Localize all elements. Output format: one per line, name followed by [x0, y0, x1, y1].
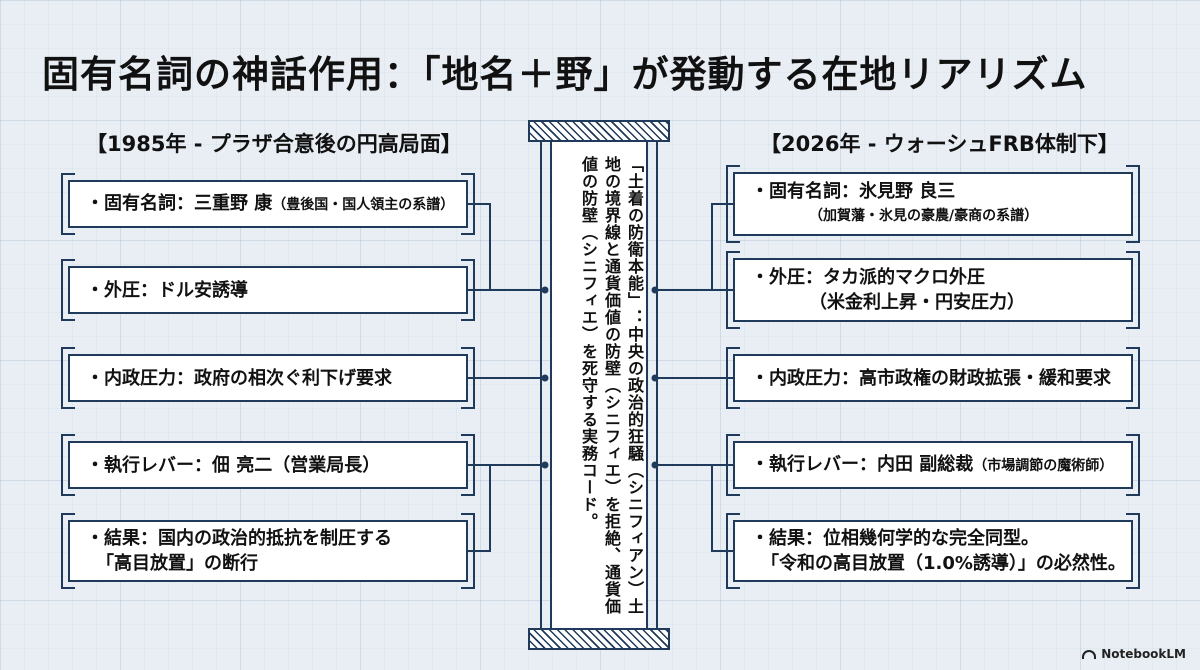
left-box-execution-lever: ・執行レバー：佃 亮二（営業局長）	[61, 434, 475, 496]
brand-label: NotebookLM	[1101, 647, 1186, 661]
pillar-shaft-outer	[540, 142, 658, 628]
right-box-execution-lever: ・執行レバー：内田 副総裁（市場調節の魔術師）	[726, 434, 1140, 496]
right-box-proper-noun-line1: ・固有名詞：氷見野 良三	[751, 181, 956, 202]
central-pillar: 「土着の防衛本能」：中央の政治的狂騒（シニフィアン）土地の境界線と通貨価値の防壁…	[528, 120, 670, 650]
right-box-external-pressure-line1: ・外圧：タカ派的マクロ外圧	[751, 267, 985, 288]
pillar-shaft-inner	[550, 142, 648, 628]
connector-dot	[541, 286, 549, 294]
notebooklm-brand: NotebookLM	[1082, 647, 1186, 661]
left-box-proper-noun: ・固有名詞：三重野 康（豊後国・国人領主の系譜）	[61, 173, 475, 235]
right-box-result-line2: 「令和の高目放置（1.0%誘導）」の必然性。	[761, 553, 1126, 574]
left-box-external-pressure: ・外圧：ドル安誘導	[61, 259, 475, 321]
left-box-proper-noun-text: ・固有名詞：三重野 康	[86, 192, 273, 214]
right-box-proper-noun: ・固有名詞：氷見野 良三 （加賀藩・氷見の豪農/豪商の系譜）	[726, 165, 1140, 243]
notebooklm-icon	[1082, 649, 1097, 659]
left-box-domestic-pressure: ・内政圧力：政府の相次ぐ利下げ要求	[61, 347, 475, 409]
left-box-proper-noun-sub: （豊後国・国人領主の系譜）	[272, 196, 455, 213]
right-column-heading: 【2026年 - ウォーシュFRB体制下】	[760, 132, 1119, 156]
connector-dot	[541, 374, 549, 382]
connector-right-5	[655, 464, 733, 552]
right-box-external-pressure: ・外圧：タカ派的マクロ外圧 （米金利上昇・円安圧力）	[726, 251, 1140, 329]
right-box-execution-lever-text: ・執行レバー：内田 副総裁	[751, 453, 974, 475]
left-column-heading: 【1985年 - プラザ合意後の円高局面】	[86, 132, 462, 156]
right-box-result-line1: ・結果：位相幾何学的な完全同型。	[751, 528, 1039, 549]
connector-left-5	[468, 464, 545, 552]
left-box-execution-lever-text: ・執行レバー：佃 亮二（営業局長）	[86, 454, 381, 476]
right-box-domestic-pressure-text: ・内政圧力：高市政権の財政拡張・緩和要求	[751, 367, 1111, 389]
right-box-domestic-pressure: ・内政圧力：高市政権の財政拡張・緩和要求	[726, 347, 1140, 409]
right-box-result: ・結果：位相幾何学的な完全同型。 「令和の高目放置（1.0%誘導）」の必然性。	[726, 513, 1140, 589]
left-box-result-line1: ・結果：国内の政治的抵抗を制圧する	[86, 528, 392, 549]
left-box-result: ・結果：国内の政治的抵抗を制圧する 「高目放置」の断行	[61, 513, 475, 589]
right-box-execution-lever-sub: （市場調節の魔術師）	[973, 457, 1114, 474]
left-box-domestic-pressure-text: ・内政圧力：政府の相次ぐ利下げ要求	[86, 367, 392, 389]
left-box-external-pressure-text: ・外圧：ドル安誘導	[86, 279, 248, 301]
pillar-top-cap	[528, 120, 670, 142]
connector-dot	[541, 461, 549, 469]
page-title: 固有名詞の神話作用：「地名＋野」が発動する在地リアリズム	[42, 53, 1088, 96]
left-box-result-line2: 「高目放置」の断行	[96, 553, 258, 574]
right-box-external-pressure-line2: （米金利上昇・円安圧力）	[809, 292, 1025, 313]
right-box-proper-noun-line2: （加賀藩・氷見の豪農/豪商の系譜）	[809, 208, 1039, 224]
pillar-text: 「土着の防衛本能」：中央の政治的狂騒（シニフィアン）土地の境界線と通貨価値の防壁…	[579, 156, 644, 615]
pillar-bottom-cap	[528, 628, 670, 650]
